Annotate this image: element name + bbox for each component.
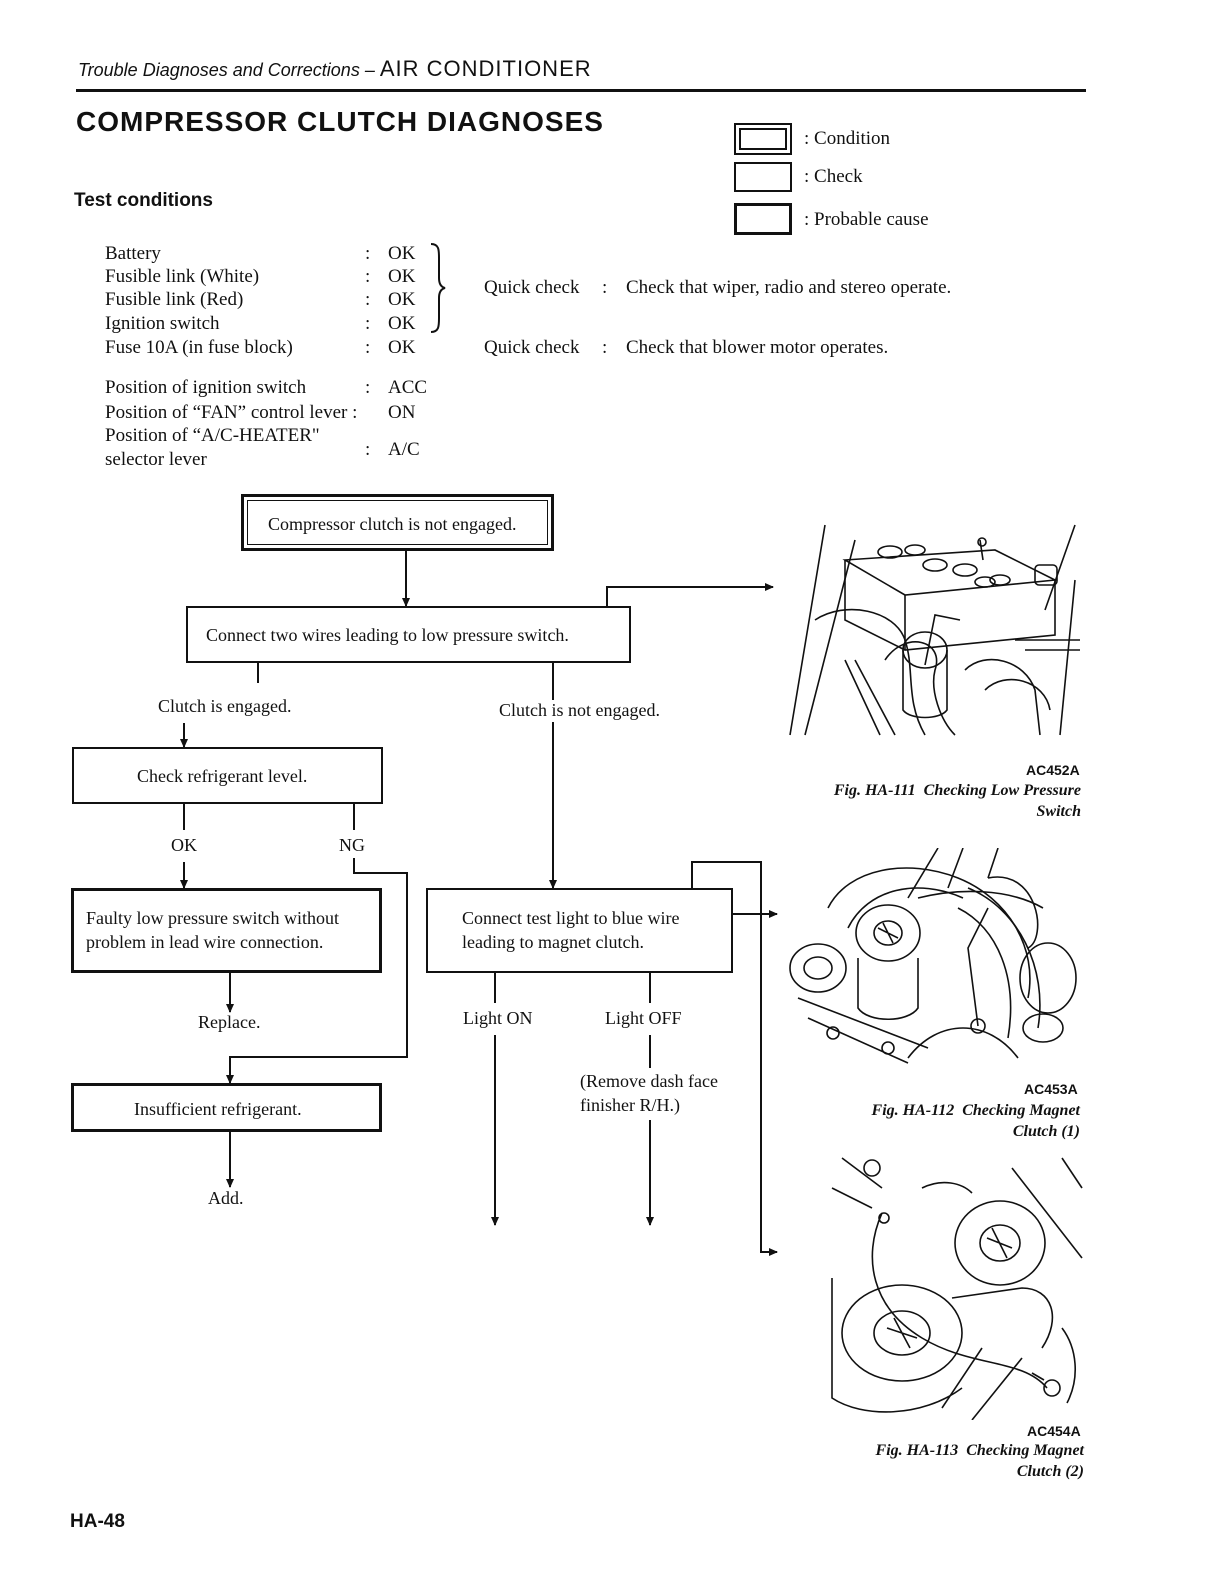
insufficient-refrigerant-box: Insufficient refrigerant. [71, 1083, 382, 1132]
condition-colon: : [365, 337, 371, 358]
figure-caption: Fig. HA-112 Checking Magnet Clutch (1) [871, 1102, 1080, 1140]
legend-check-symbol [734, 162, 792, 192]
position-colon: : [365, 439, 371, 460]
quick-check-label: Quick check [484, 277, 580, 298]
legend-condition-label: : Condition [804, 128, 891, 149]
condition-colon: : [365, 266, 371, 287]
legend-cause-symbol [734, 203, 792, 235]
quick-check-text: Check that blower motor operates. [626, 337, 889, 358]
figure-id: AC454A [1027, 1423, 1081, 1439]
check-refrigerant-text: Check refrigerant level. [137, 766, 308, 786]
quick-check-label: Quick check [484, 337, 580, 358]
connect-low-pressure-text: Connect two wires leading to low pressur… [206, 625, 569, 645]
check-refrigerant-box: Check refrigerant level. [72, 747, 383, 804]
condition-label: Fusible link (Red) [105, 289, 244, 310]
connect-low-pressure-box: Connect two wires leading to low pressur… [186, 606, 631, 663]
position-value: A/C [388, 439, 420, 460]
test-conditions-heading: Test conditions [74, 190, 213, 211]
position-label: Position of “FAN” control lever : [105, 402, 358, 423]
connect-test-light-text: Connect test light to blue wire leading … [462, 908, 680, 952]
page-number: HA-48 [70, 1511, 125, 1532]
condition-label: Fuse 10A (in fuse block) [105, 337, 293, 358]
running-header: Trouble Diagnoses and Corrections – AIR … [78, 56, 592, 82]
magnet-clutch-illustration-2 [831, 1157, 1083, 1420]
ok-label: OK [171, 835, 197, 855]
grouping-brace [430, 243, 446, 333]
ng-label: NG [339, 835, 365, 855]
condition-label: Fusible link (White) [105, 266, 260, 287]
start-condition-box: Compressor clutch is not engaged. [241, 494, 554, 551]
legend-check-label: : Check [804, 166, 863, 187]
remove-dash-note: (Remove dash face finisher R/H.) [580, 1071, 718, 1115]
condition-label: Ignition switch [105, 313, 220, 334]
figure-caption: Fig. HA-111 Checking Low Pressure Switch [833, 782, 1081, 820]
condition-value: OK [388, 289, 416, 310]
legend-cause-label: : Probable cause [804, 209, 929, 230]
position-label: Position of “A/C-HEATER" selector lever [105, 425, 320, 470]
position-value: ON [388, 402, 416, 423]
add-label: Add. [208, 1188, 244, 1208]
insufficient-refrigerant-text: Insufficient refrigerant. [134, 1099, 302, 1119]
condition-value: OK [388, 266, 416, 287]
page-title: COMPRESSOR CLUTCH DIAGNOSES [76, 106, 604, 137]
condition-colon: : [365, 313, 371, 334]
connect-test-light-box: Connect test light to blue wire leading … [426, 888, 733, 973]
low-pressure-switch-illustration [789, 524, 1080, 736]
replace-label: Replace. [198, 1012, 261, 1032]
figure-id: AC453A [1024, 1081, 1078, 1097]
quick-check-text: Check that wiper, radio and stereo opera… [626, 277, 952, 298]
clutch-engaged-label: Clutch is engaged. [158, 696, 292, 716]
position-colon: : [365, 377, 371, 398]
light-off-label: Light OFF [605, 1008, 682, 1028]
header-section: AIR CONDITIONER [379, 56, 592, 81]
light-on-label: Light ON [463, 1008, 533, 1028]
quick-check-colon: : [602, 337, 608, 358]
figure-caption: Fig. HA-113 Checking Magnet Clutch (2) [875, 1442, 1084, 1480]
magnet-clutch-illustration-1 [789, 848, 1077, 1064]
position-value: ACC [388, 377, 428, 398]
figure-id: AC452A [1026, 762, 1080, 778]
header-rule [76, 89, 1086, 92]
faulty-switch-text: Faulty low pressure switch without probl… [86, 908, 339, 952]
condition-label: Battery [105, 243, 161, 264]
quick-check-colon: : [602, 277, 608, 298]
condition-value: OK [388, 243, 416, 264]
start-condition-text: Compressor clutch is not engaged. [268, 514, 517, 534]
header-prefix: Trouble Diagnoses and Corrections – [78, 60, 375, 80]
condition-colon: : [365, 289, 371, 310]
clutch-not-engaged-label: Clutch is not engaged. [497, 700, 662, 720]
condition-value: OK [388, 337, 416, 358]
condition-value: OK [388, 313, 416, 334]
legend-condition-symbol [734, 123, 792, 155]
faulty-switch-box: Faulty low pressure switch without probl… [71, 888, 382, 973]
position-label: Position of ignition switch [105, 377, 307, 398]
condition-colon: : [365, 243, 371, 264]
